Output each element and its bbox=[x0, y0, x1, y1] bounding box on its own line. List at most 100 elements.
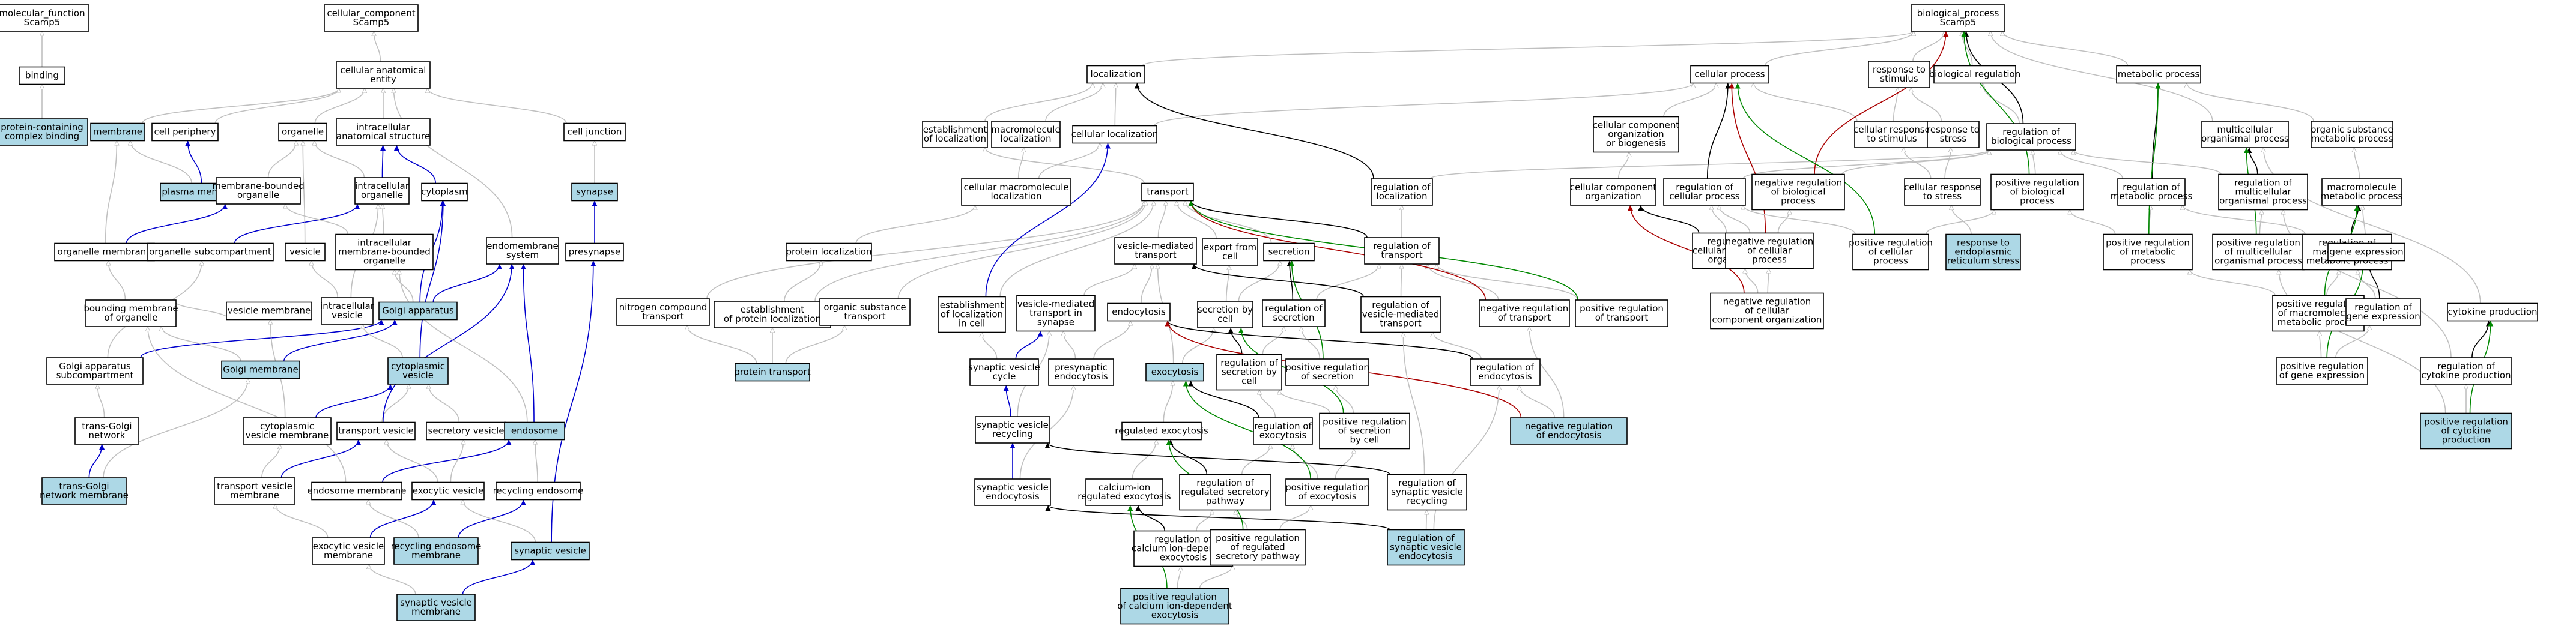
node-cellular-process[interactable]: cellular process bbox=[1690, 65, 1769, 84]
node-recycling-endosome[interactable]: recycling endosome bbox=[493, 481, 584, 501]
node-localization[interactable]: localization bbox=[1086, 65, 1145, 84]
node-vesicle[interactable]: vesicle bbox=[285, 242, 326, 262]
node-biological-regulation[interactable]: biological regulation bbox=[1929, 65, 2020, 84]
node-membrane[interactable]: membrane bbox=[90, 122, 145, 142]
node-protein-localization[interactable]: protein localization bbox=[786, 242, 872, 262]
node-organelle[interactable]: organelle bbox=[278, 122, 327, 142]
node-exocytosis[interactable]: exocytosis bbox=[1145, 363, 1204, 382]
node-regulated-exocytosis[interactable]: regulated exocytosis bbox=[1115, 421, 1208, 441]
node-protein-transport[interactable]: protein transport bbox=[734, 363, 811, 382]
node-secretory-vesicle[interactable]: secretory vesicle bbox=[426, 421, 506, 441]
node-endosome-membrane[interactable]: endosome membrane bbox=[307, 481, 407, 501]
node-golgi-apparatus[interactable]: Golgi apparatus bbox=[378, 301, 458, 321]
node-transport-vesicle[interactable]: transport vesicle bbox=[336, 421, 416, 441]
node-endosome[interactable]: endosome bbox=[504, 421, 565, 441]
node-exocytic-vesicle[interactable]: exocytic vesicle bbox=[411, 481, 485, 501]
node-presynapse[interactable]: presynapse bbox=[565, 242, 624, 262]
node-organelle-membrane[interactable]: organelle membrane bbox=[54, 242, 155, 262]
node-cellular-localization[interactable]: cellular localization bbox=[1071, 125, 1159, 144]
node-vesicle-membrane[interactable]: vesicle membrane bbox=[226, 301, 312, 321]
node-synapse[interactable]: synapse bbox=[571, 182, 618, 202]
node-cytokine-production[interactable]: cytokine production bbox=[2447, 302, 2538, 322]
node-cytoplasm[interactable]: cytoplasm bbox=[421, 182, 468, 202]
node-cell-junction[interactable]: cell junction bbox=[563, 122, 626, 142]
node-organelle-subcompartment[interactable]: organelle subcompartment bbox=[147, 242, 274, 262]
node-cell-periphery[interactable]: cell periphery bbox=[151, 122, 219, 142]
node-golgi-membrane[interactable]: Golgi membrane bbox=[221, 360, 300, 379]
node-transport[interactable]: transport bbox=[1141, 182, 1194, 202]
node-gene-expression[interactable]: gene expression bbox=[2327, 242, 2405, 262]
node-binding[interactable]: binding bbox=[19, 66, 65, 85]
node-secretion[interactable]: secretion bbox=[1263, 242, 1315, 262]
